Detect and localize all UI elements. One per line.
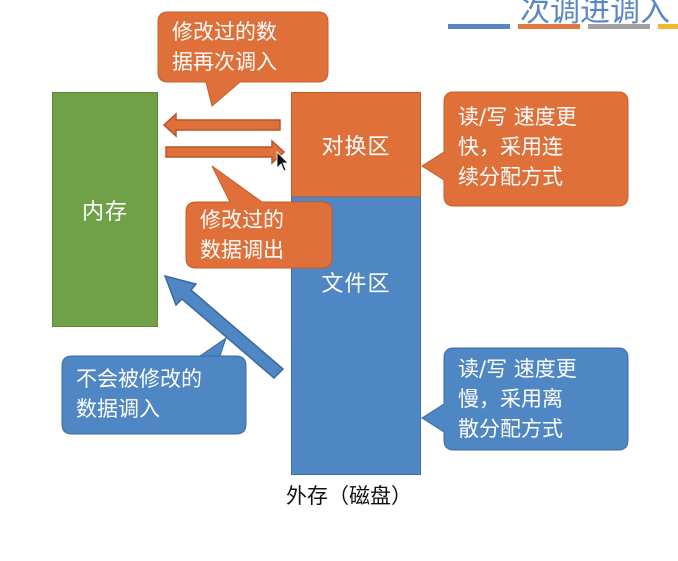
swap-out-callout-text: 修改过的 数据调出 — [200, 208, 284, 262]
swap-out-arrow — [165, 139, 286, 165]
swap-speed-callout-shape — [421, 91, 629, 207]
memory-block: 内存 — [52, 92, 158, 327]
file-area-label: 文件区 — [321, 272, 391, 297]
swap-speed-callout-text: 读/写 速度更 快，采用连 续分配方式 — [458, 105, 577, 189]
swap-area-label: 对换区 — [321, 134, 391, 160]
file-in-arrow — [163, 274, 285, 380]
swap-in-callout-shape — [157, 11, 329, 107]
accent-bar-yellow — [658, 24, 678, 29]
swap-out-callout-shape — [185, 165, 333, 269]
file-in-callout-text: 不会被修改的 数据调入 — [76, 367, 202, 421]
accent-bar-orange — [518, 24, 580, 29]
swap-in-callout-text: 修改过的数 据再次调入 — [172, 20, 277, 74]
accent-bar-gray — [588, 24, 650, 29]
memory-label: 内存 — [81, 199, 128, 225]
disk-caption: 外存（磁盘） — [286, 484, 412, 508]
file-in-callout-shape — [61, 336, 247, 435]
accent-bars — [448, 24, 678, 30]
file-speed-callout-text: 读/写 速度更 慢，采用离 散分配方式 — [458, 357, 577, 441]
mouse-cursor-icon — [276, 151, 289, 172]
swap-area-block: 对换区 — [291, 92, 421, 197]
file-speed-callout-shape — [421, 347, 629, 451]
accent-bar-blue — [448, 24, 510, 29]
swap-in-arrow — [162, 112, 281, 138]
